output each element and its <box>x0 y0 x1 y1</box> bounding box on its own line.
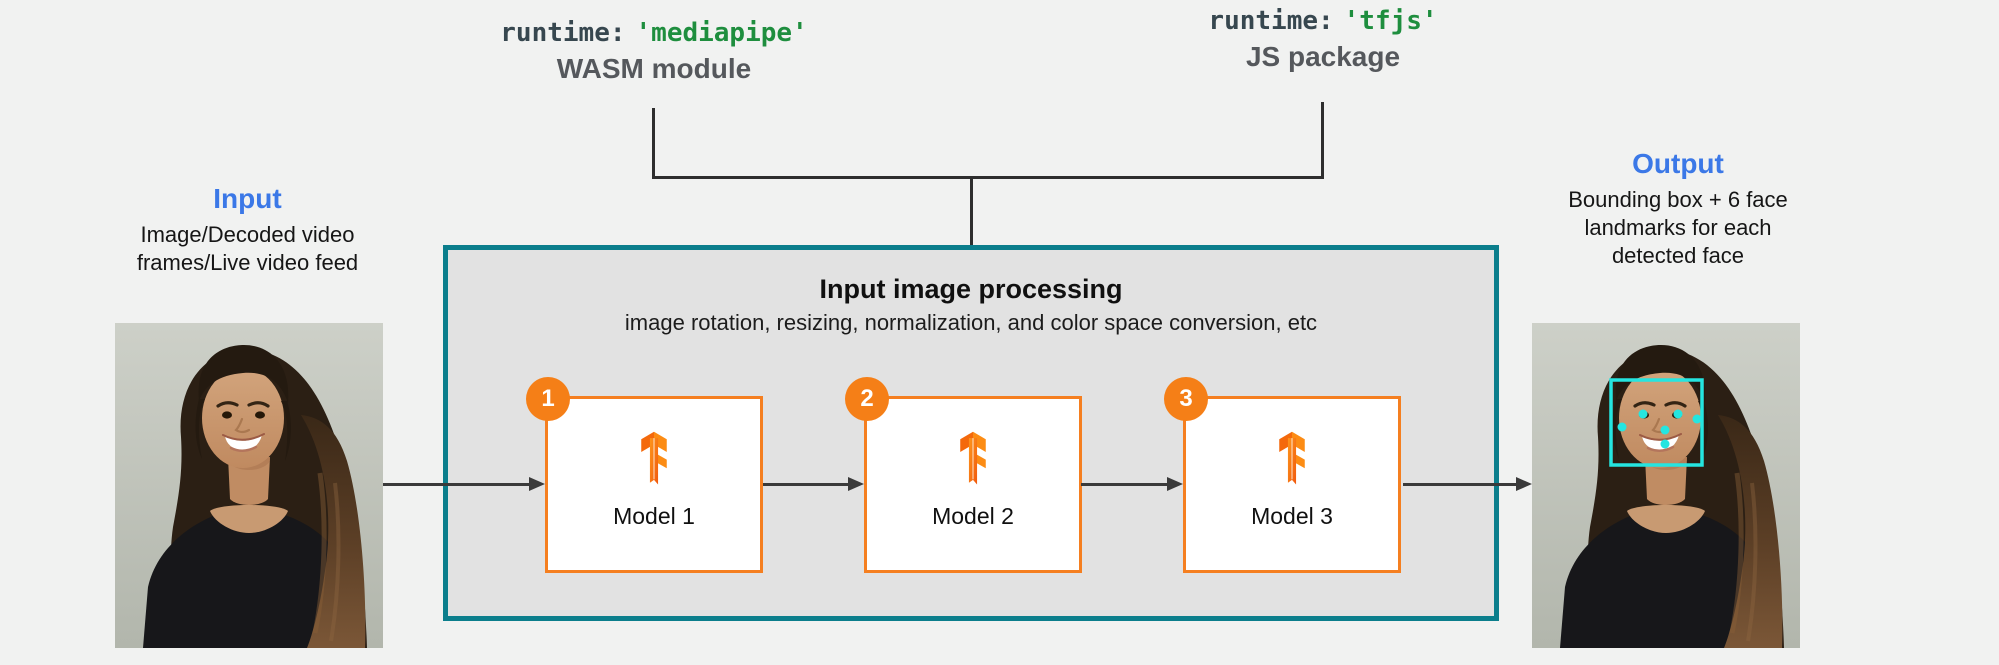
input-description: Image/Decoded video frames/Live video fe… <box>136 222 359 275</box>
code-string: 'tfjs' <box>1343 6 1438 36</box>
face-landmark-dot <box>1673 409 1683 419</box>
model-1-box: 1 Model 1 <box>526 377 763 573</box>
input-label-block: Input Image/Decoded video frames/Live vi… <box>95 183 400 277</box>
model-3-box: 3 Model 3 <box>1164 377 1401 573</box>
output-photo <box>1532 323 1800 648</box>
output-title: Output <box>1632 148 1724 179</box>
face-landmark-dot <box>1660 425 1670 435</box>
flow-arrow-input-to-model1 <box>381 477 545 491</box>
face-landmark-dot <box>1638 409 1648 419</box>
face-detection-overlay <box>1609 378 1704 467</box>
runtime-tfjs-code: runtime: 'tfjs' <box>1123 6 1523 36</box>
code-keyword: runtime: <box>1208 6 1334 36</box>
output-portrait-image <box>1532 323 1800 648</box>
flow-arrow-model3-to-output <box>1403 477 1532 491</box>
tensorflow-logo-icon <box>944 429 1002 489</box>
runtime-connector-line-right <box>1321 102 1324 178</box>
processing-box-title: Input image processing <box>819 274 1123 304</box>
tensorflow-logo-icon <box>1263 429 1321 489</box>
js-package-label: JS package <box>1245 41 1401 72</box>
model-2-label: Model 2 <box>932 503 1014 529</box>
face-landmark-dot <box>1660 439 1670 449</box>
output-label-block: Output Bounding box + 6 face landmarks f… <box>1528 148 1828 270</box>
runtime-connector-line-cross <box>652 176 1324 179</box>
input-title: Input <box>213 183 282 214</box>
input-photo <box>115 323 383 648</box>
face-landmark-dot <box>1692 414 1702 424</box>
step-badge-3: 3 <box>1164 377 1208 421</box>
processing-box-subtitle: image rotation, resizing, normalization,… <box>624 310 1318 335</box>
code-keyword: runtime: <box>500 18 626 48</box>
wasm-module-label: WASM module <box>556 53 752 84</box>
model-1-label: Model 1 <box>613 503 695 529</box>
output-description: Bounding box + 6 face landmarks for each… <box>1568 187 1788 268</box>
model-2-box: 2 Model 2 <box>845 377 1082 573</box>
runtime-connector-line-left <box>652 108 655 178</box>
step-badge-2: 2 <box>845 377 889 421</box>
code-string: 'mediapipe' <box>635 18 808 48</box>
runtime-tfjs-label: runtime: 'tfjs' JS package <box>1123 6 1523 73</box>
flow-arrow-model1-to-model2 <box>763 477 864 491</box>
input-portrait-image <box>115 323 383 648</box>
runtime-mediapipe-code: runtime: 'mediapipe' <box>454 18 854 48</box>
model-3-label: Model 3 <box>1251 503 1333 529</box>
runtime-mediapipe-label: runtime: 'mediapipe' WASM module <box>454 18 854 85</box>
tensorflow-logo-icon <box>625 429 683 489</box>
face-landmark-dot <box>1617 422 1627 432</box>
step-badge-1: 1 <box>526 377 570 421</box>
runtime-connector-line-center <box>970 179 973 246</box>
flow-arrow-model2-to-model3 <box>1081 477 1183 491</box>
face-bounding-box <box>1609 378 1704 467</box>
